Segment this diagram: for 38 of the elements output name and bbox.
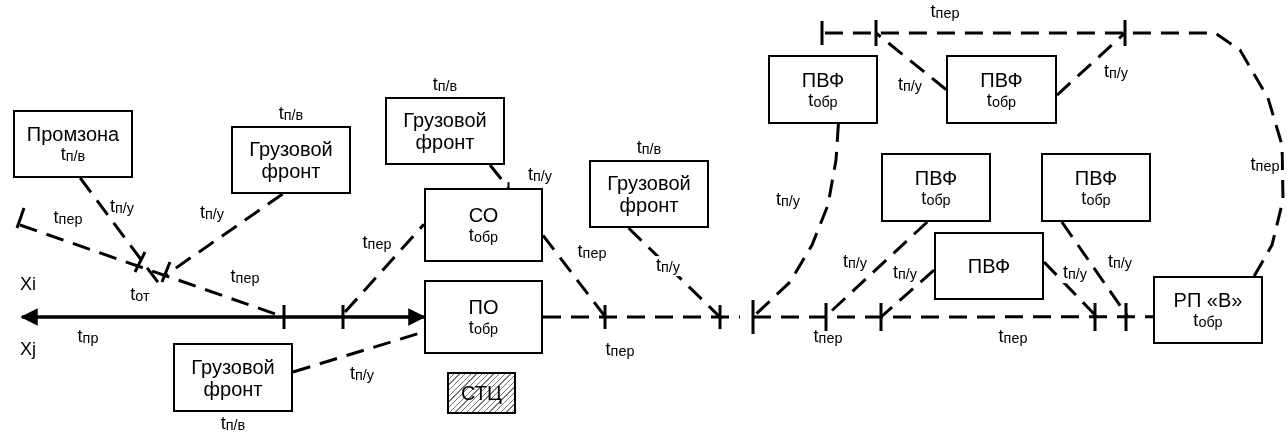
station-box (881, 153, 991, 222)
station-box (934, 232, 1044, 300)
track-label: Xj (19, 340, 37, 360)
box-label: ПО (468, 296, 499, 319)
station-box (424, 280, 543, 354)
box-label: РП «В» (1173, 289, 1243, 312)
station-box (13, 110, 133, 178)
track-connector (343, 223, 426, 313)
track-connector (79, 177, 162, 286)
track-connector (1056, 31, 1126, 97)
box-label: Грузовой фронт (606, 172, 692, 216)
box-label: ПВФ (967, 255, 1011, 277)
box-label: Грузовой фронт (248, 138, 334, 182)
track-connector (162, 192, 284, 279)
track-connector (1060, 221, 1130, 318)
track-connector (753, 315, 1153, 319)
station-box (946, 55, 1057, 124)
box-label: СТЦ (461, 382, 502, 404)
box-label: Грузовой фронт (402, 109, 488, 153)
box-label: СО (468, 204, 499, 227)
track-connector (543, 315, 740, 319)
track-connector (875, 31, 947, 91)
hatched-box (447, 372, 516, 414)
track-arrow (20, 308, 426, 326)
station-box (1041, 153, 1151, 222)
box-label: Грузовой фронт (190, 355, 276, 400)
track-connector (627, 226, 724, 321)
box-label: Промзона (26, 123, 120, 146)
box-label: ПВФ (1074, 166, 1118, 189)
track-connector (822, 31, 1285, 277)
station-box (424, 188, 543, 262)
box-label: ПВФ (980, 68, 1023, 91)
station-box (1153, 276, 1263, 344)
box-label: ПВФ (914, 166, 958, 189)
track-label: Xi (19, 275, 37, 295)
track-connector (880, 268, 935, 319)
station-box (768, 55, 878, 124)
box-label: ПВФ (801, 68, 845, 91)
